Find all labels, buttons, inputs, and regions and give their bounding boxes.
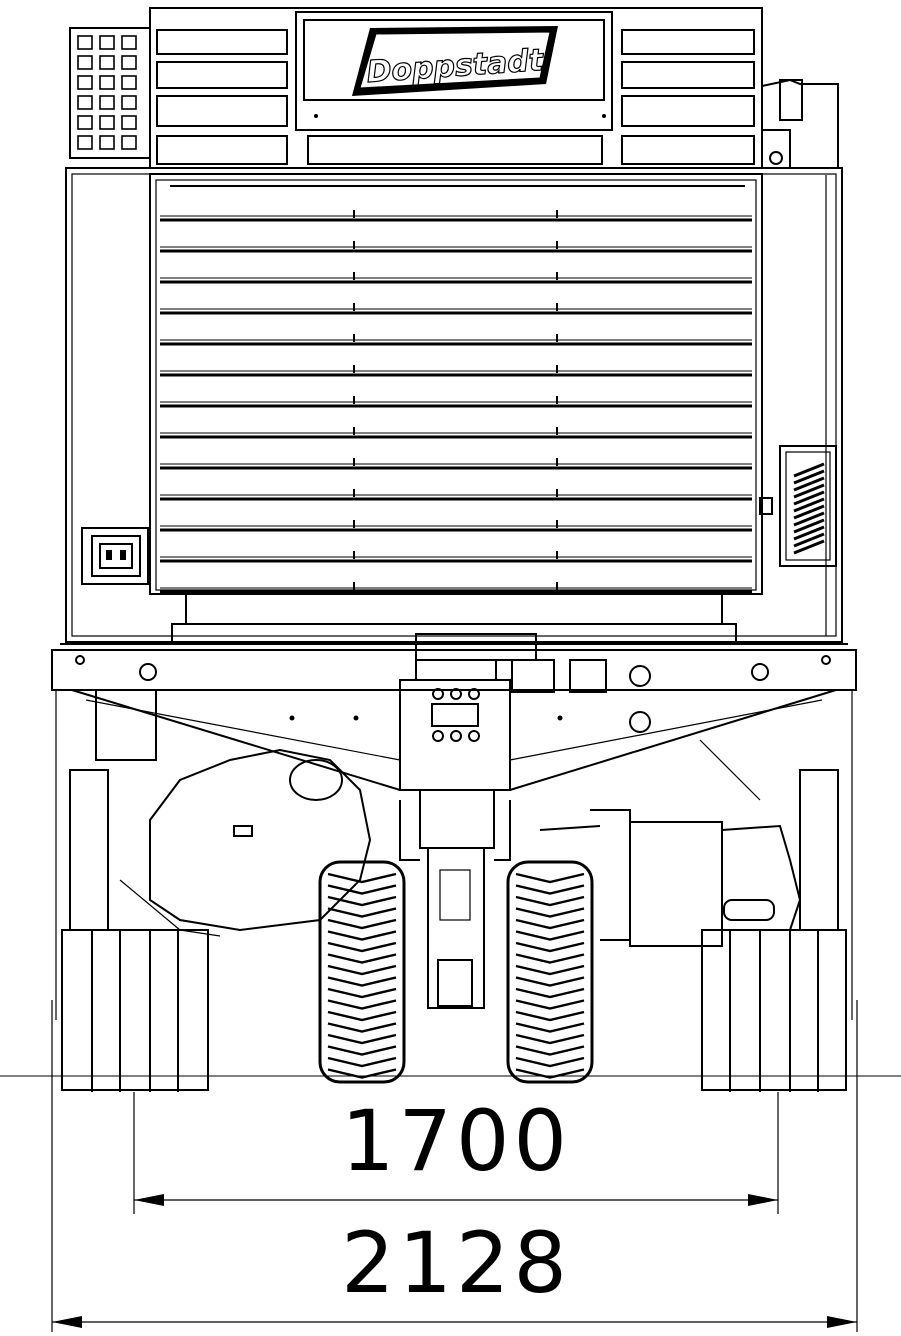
track-width-label: 1700 (341, 1092, 571, 1190)
dimension-track-width: 1700 (133, 1092, 779, 1214)
radiator-louvers (160, 210, 752, 594)
center-hitch (399, 633, 607, 1009)
chassis-frame (51, 643, 857, 791)
center-right-tire (506, 860, 594, 1084)
left-gear-housing (95, 689, 372, 937)
main-body (65, 167, 843, 643)
dimension-overall-width: 2128 (51, 1000, 858, 1332)
right-outer-wheels (701, 690, 853, 1092)
left-outer-wheels (55, 690, 209, 1092)
doppstadt-logo: Doppstadt (352, 26, 558, 96)
power-socket (81, 527, 149, 585)
control-keypad (69, 27, 151, 159)
side-vent (759, 445, 837, 567)
right-pump-box (539, 739, 802, 947)
overall-width-label: 2128 (341, 1214, 571, 1312)
right-bracket (761, 78, 839, 169)
center-left-tire (318, 860, 406, 1084)
